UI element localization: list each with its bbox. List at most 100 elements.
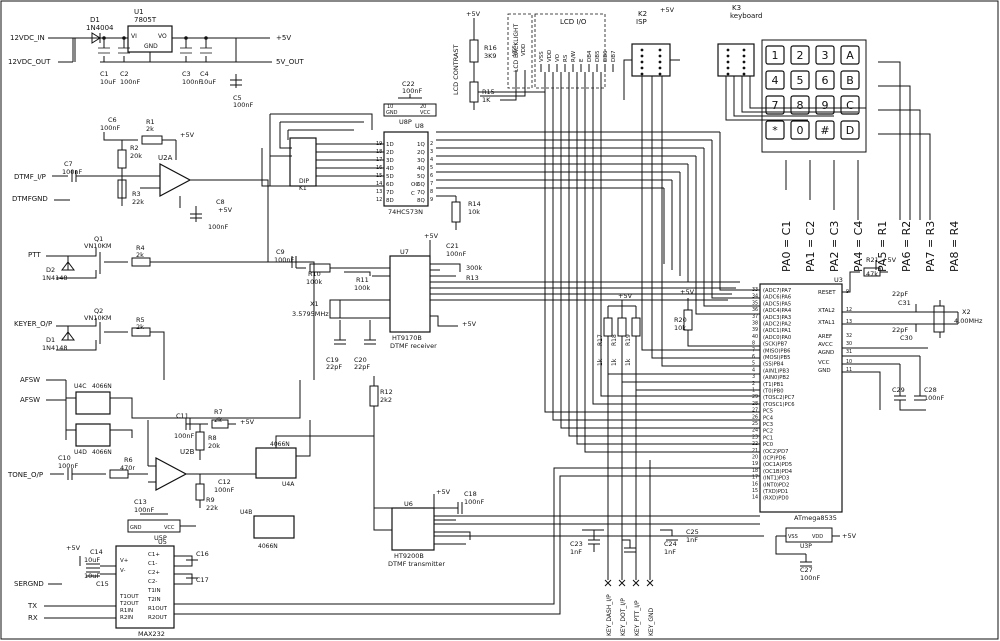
c25-value: 1nF [686,536,698,544]
lcd-contrast-label: LCD CONTRAST [452,44,460,95]
u3-pin-num: 16 [752,481,758,487]
u5-label: U5 [158,538,167,546]
u8p-gnd: GND [386,110,398,116]
opamp-u2a [159,163,192,197]
lcd-pin-label: VDD [547,50,553,62]
u8-pin-q: 4Q [417,166,425,172]
u8-pin-d: 4D [386,166,394,172]
c10-value: 100nF [58,462,79,470]
r11-value: 100k [354,284,370,292]
u3-pin-left: (T1)PB1 [763,382,784,388]
u6-5v: +5V [436,488,451,496]
isp-pin [640,48,644,52]
u3-pin-num: 13 [846,319,852,325]
u5-pin-right: T1IN [147,588,161,594]
u3-pin-left: (ICP)PD6 [763,456,786,462]
u8-pin-num: 5 [430,165,433,171]
u8-pin-d: 3D [386,158,394,164]
ic-u7 [389,255,431,333]
u3-pin-left: (AIN1)PB3 [763,368,789,374]
u3-pin-num: 37 [752,314,758,320]
keyboard-pin [726,72,730,76]
u5-pin-left: V+ [120,558,129,564]
r7-5v: +5V [240,418,255,426]
isp-pin [640,72,644,76]
key-terminal [646,579,654,587]
r5-value: 2k [136,323,144,331]
keypad-frame [761,39,867,153]
c9-value: 100nF [274,256,295,264]
u5-pin-right: C1- [148,561,157,567]
u3-pin-num: 29 [752,394,758,400]
u3-pin-right: XTAL1 [818,320,835,326]
u8p-20: 20 [420,104,426,110]
keypad-key [765,95,785,115]
keyboard-pin [726,66,730,70]
u3-pin-left: (INT0)PD2 [763,482,789,488]
r12-label: R12 [380,388,393,396]
keypad-key-label: # [820,124,829,137]
isp-pin [658,72,662,76]
u4b-label: U4B [240,509,252,516]
keypad-key-label: 8 [797,99,804,112]
u3-pin-num: 8 [752,341,755,347]
c5-value: 100nF [233,101,254,109]
u8-pin-d: 8D [386,198,394,204]
u3-pin-left: PC0 [763,442,773,448]
net-afsw-2: AFSW [20,396,40,404]
u8-pin-num: 3 [430,149,433,155]
c24-label: C24 [664,540,677,548]
u3-pin-left: (SCK)PB7 [763,342,787,348]
u3-pin-num: 23 [752,434,758,440]
r8-label: R8 [208,434,217,442]
r10-label: R10 [308,270,321,278]
u8-pin-q: 8Q [417,198,425,204]
net-rx: RX [28,614,38,622]
c23-value: 1nF [570,548,582,556]
u3-pin-num: 27 [752,408,758,414]
u7b-5v: +5V [462,320,477,328]
k2-label: K2 [638,10,647,18]
r21-5v: +5V [882,256,897,264]
u3-pin-num: 11 [846,367,852,373]
keypad-key [815,45,835,65]
u8-pin-d: 2D [386,150,394,156]
lcd-io-box [534,13,606,89]
keypad-key-label: 4 [772,74,779,87]
u5-pin-left: T2OUT [119,601,139,607]
keypad-key [790,70,810,90]
k1-label: K1 [299,185,307,192]
r2-value: 20k [130,152,142,160]
u8p-power [383,103,437,117]
r16-label: R16 [484,44,497,52]
r3-value: 22k [132,198,144,206]
u5p-label: U5P [154,534,167,542]
r14-label: R14 [468,200,481,208]
u5-name: MAX232 [138,630,165,638]
u8-pin-num: 9 [430,197,433,203]
isp-pin [658,66,662,70]
lcd-backlight-box [507,13,533,89]
r20-value: 10k [674,324,686,332]
r20-label: R20 [674,316,687,324]
u3p-vdd: VDD [812,534,823,540]
c14-5v: +5V [66,544,81,552]
u8-pin-q: 1Q [417,142,425,148]
u3p-5v: +5V [842,532,857,540]
c1-label: C1 [100,70,109,78]
switch-u4c [75,391,111,415]
c19-label: C19 [326,356,339,364]
x1-value: 3.5795MHz [292,310,329,318]
u3-pin-left: PC5 [763,409,773,415]
u3-pin-num: 5 [752,361,755,367]
r4-value: 2k [136,251,144,259]
u8-pin-q: 3Q [417,158,425,164]
d1b-label: D1 [46,336,55,344]
key-inputs: +5V R17 1k R18 1k R19 1k +5V R20 10k C23… [570,288,760,636]
r18-label: R18 [611,334,618,346]
keypad-pin-mapping: PA7 = R3 [924,221,937,272]
r16-5v: +5V [466,10,481,18]
